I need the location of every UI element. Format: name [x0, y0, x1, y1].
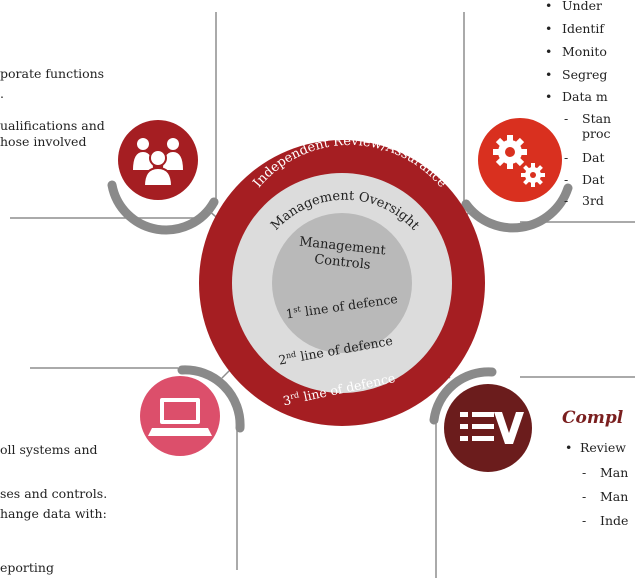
gears-icon: [478, 118, 562, 202]
list-item: Monito: [562, 44, 607, 59]
lines-of-defence-rings: [199, 140, 485, 426]
list-bullet: •: [545, 67, 553, 82]
people-icon: [118, 120, 198, 200]
arc-top-left: [107, 180, 219, 235]
list-bullet: •: [545, 21, 553, 36]
list-item: Under: [562, 0, 602, 13]
arc-brackets: [107, 180, 573, 433]
list-bullet: -: [564, 111, 569, 126]
list-bullet: -: [582, 465, 587, 480]
top-left-text-line4: hose involved: [0, 134, 87, 149]
list-item: Inde: [600, 513, 629, 528]
core-label-line2: Controls: [314, 252, 372, 273]
list-bullet: -: [564, 150, 569, 165]
bottom-left-text-line3: hange data with:: [0, 506, 107, 521]
bottom-left-text-line4: eporting: [0, 560, 54, 575]
connector-lines: [10, 12, 635, 578]
list-bullet: -: [582, 513, 587, 528]
arc-bottom-left: [177, 365, 245, 433]
bottom-left-text-line2: ses and controls.: [0, 486, 108, 501]
list-item: Segreg: [562, 67, 608, 82]
list-bullet: •: [545, 89, 553, 104]
list-bullet: •: [545, 0, 553, 13]
list-bullet: -: [582, 489, 587, 504]
list-item: Dat: [582, 150, 605, 165]
list-bullet: •: [565, 440, 573, 455]
top-left-text-line3: ualifications and: [0, 118, 105, 133]
list-item: 3rd: [582, 193, 604, 208]
arc-bottom-right: [429, 367, 497, 425]
top-left-text-line1: porate functions: [0, 66, 105, 81]
list-item: proc: [582, 126, 611, 141]
list-item: Stan: [582, 111, 612, 126]
list-item: Dat: [582, 172, 605, 187]
list-item: Review: [580, 440, 626, 455]
list-item: Man: [600, 465, 629, 480]
top-left-text-line2: .: [0, 86, 4, 101]
checklist-icon: [444, 384, 532, 472]
list-bullet: •: [545, 44, 553, 59]
list-item: Data m: [562, 89, 608, 104]
list-item: Man: [600, 489, 629, 504]
arc-top-right: [461, 183, 573, 233]
list-item: Identif: [562, 21, 605, 36]
list-bullet: -: [564, 193, 569, 208]
laptop-icon: [140, 376, 220, 456]
compliance-title: Compl: [562, 408, 624, 428]
list-bullet: -: [564, 172, 569, 187]
ring-inner: [272, 213, 412, 353]
bottom-left-text-line1: oll systems and: [0, 442, 98, 457]
